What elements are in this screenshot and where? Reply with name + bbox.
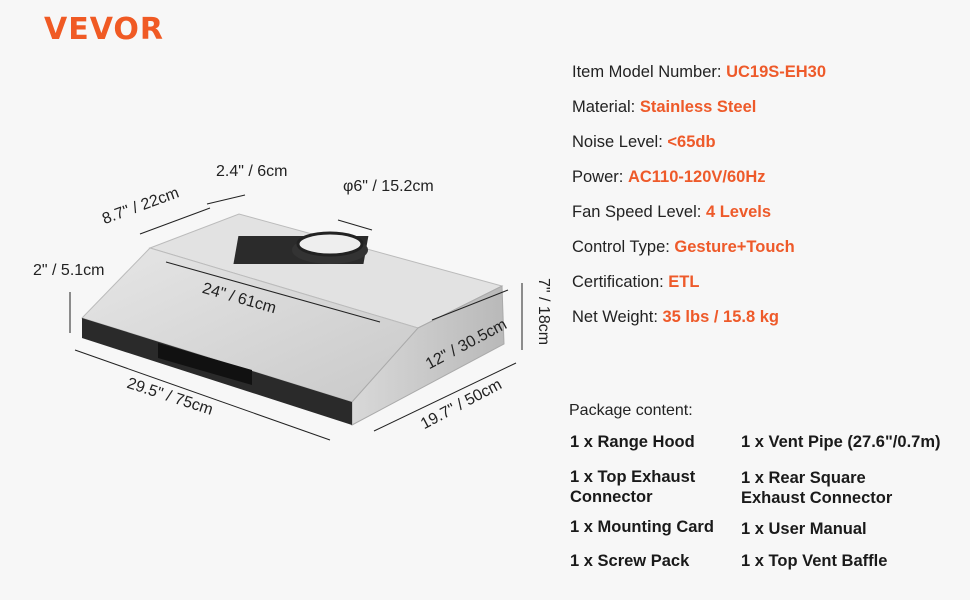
spec-value: 35 lbs / 15.8 kg [662, 308, 779, 326]
spec-material: Material: Stainless Steel [572, 95, 826, 130]
package-item: 1 x Mounting Card [570, 518, 714, 536]
spec-value: 4 Levels [705, 203, 772, 221]
hood-side [351, 285, 505, 426]
touch-display [158, 343, 252, 385]
dim-height: 7" / 18cm [535, 278, 552, 346]
spec-label: Material: [572, 98, 640, 116]
spec-value: ETL [668, 273, 700, 291]
package-item: 1 x Vent Pipe (27.6"/0.7m) [741, 433, 941, 451]
package-item: 1 x User Manual [741, 520, 867, 538]
dim-duct-diameter: φ6" / 15.2cm [343, 178, 434, 195]
spec-value: UC19S-EH30 [726, 63, 827, 81]
spec-value: Stainless Steel [639, 98, 757, 116]
spec-label: Control Type: [572, 238, 675, 256]
package-item: 1 x Screw Pack [570, 552, 690, 570]
vevor-logo: VEVOR [44, 12, 165, 47]
spec-fan-speed: Fan Speed Level: 4 Levels [572, 200, 826, 235]
spec-label: Item Model Number: [572, 63, 727, 81]
spec-model: Item Model Number: UC19S-EH30 [572, 60, 826, 95]
spec-label: Fan Speed Level: [572, 203, 706, 221]
spec-list: Item Model Number: UC19S-EH30 Material: … [572, 60, 826, 340]
package-item: 1 x Top Exhaust Connector [570, 468, 696, 506]
spec-power: Power: AC110-120V/60Hz [572, 165, 826, 200]
dim-front-height: 2" / 5.1cm [33, 262, 105, 279]
spec-value: <65db [667, 133, 716, 151]
package-item: 1 x Range Hood [570, 433, 695, 451]
package-title: Package content: [569, 402, 693, 419]
spec-certification: Certification: ETL [572, 270, 826, 305]
dim-back-gap: 2.4" / 6cm [216, 163, 288, 180]
spec-label: Noise Level: [572, 133, 668, 151]
spec-weight: Net Weight: 35 lbs / 15.8 kg [572, 305, 826, 340]
spec-label: Certification: [572, 273, 669, 291]
package-item: 1 x Top Vent Baffle [741, 552, 888, 570]
spec-value: AC110-120V/60Hz [627, 168, 766, 186]
spec-label: Net Weight: [572, 308, 663, 326]
spec-label: Power: [572, 168, 628, 186]
package-item: 1 x Rear Square Exhaust Connector [741, 469, 893, 507]
spec-value: Gesture+Touch [674, 238, 795, 256]
spec-noise: Noise Level: <65db [572, 130, 826, 165]
spec-control: Control Type: Gesture+Touch [572, 235, 826, 270]
